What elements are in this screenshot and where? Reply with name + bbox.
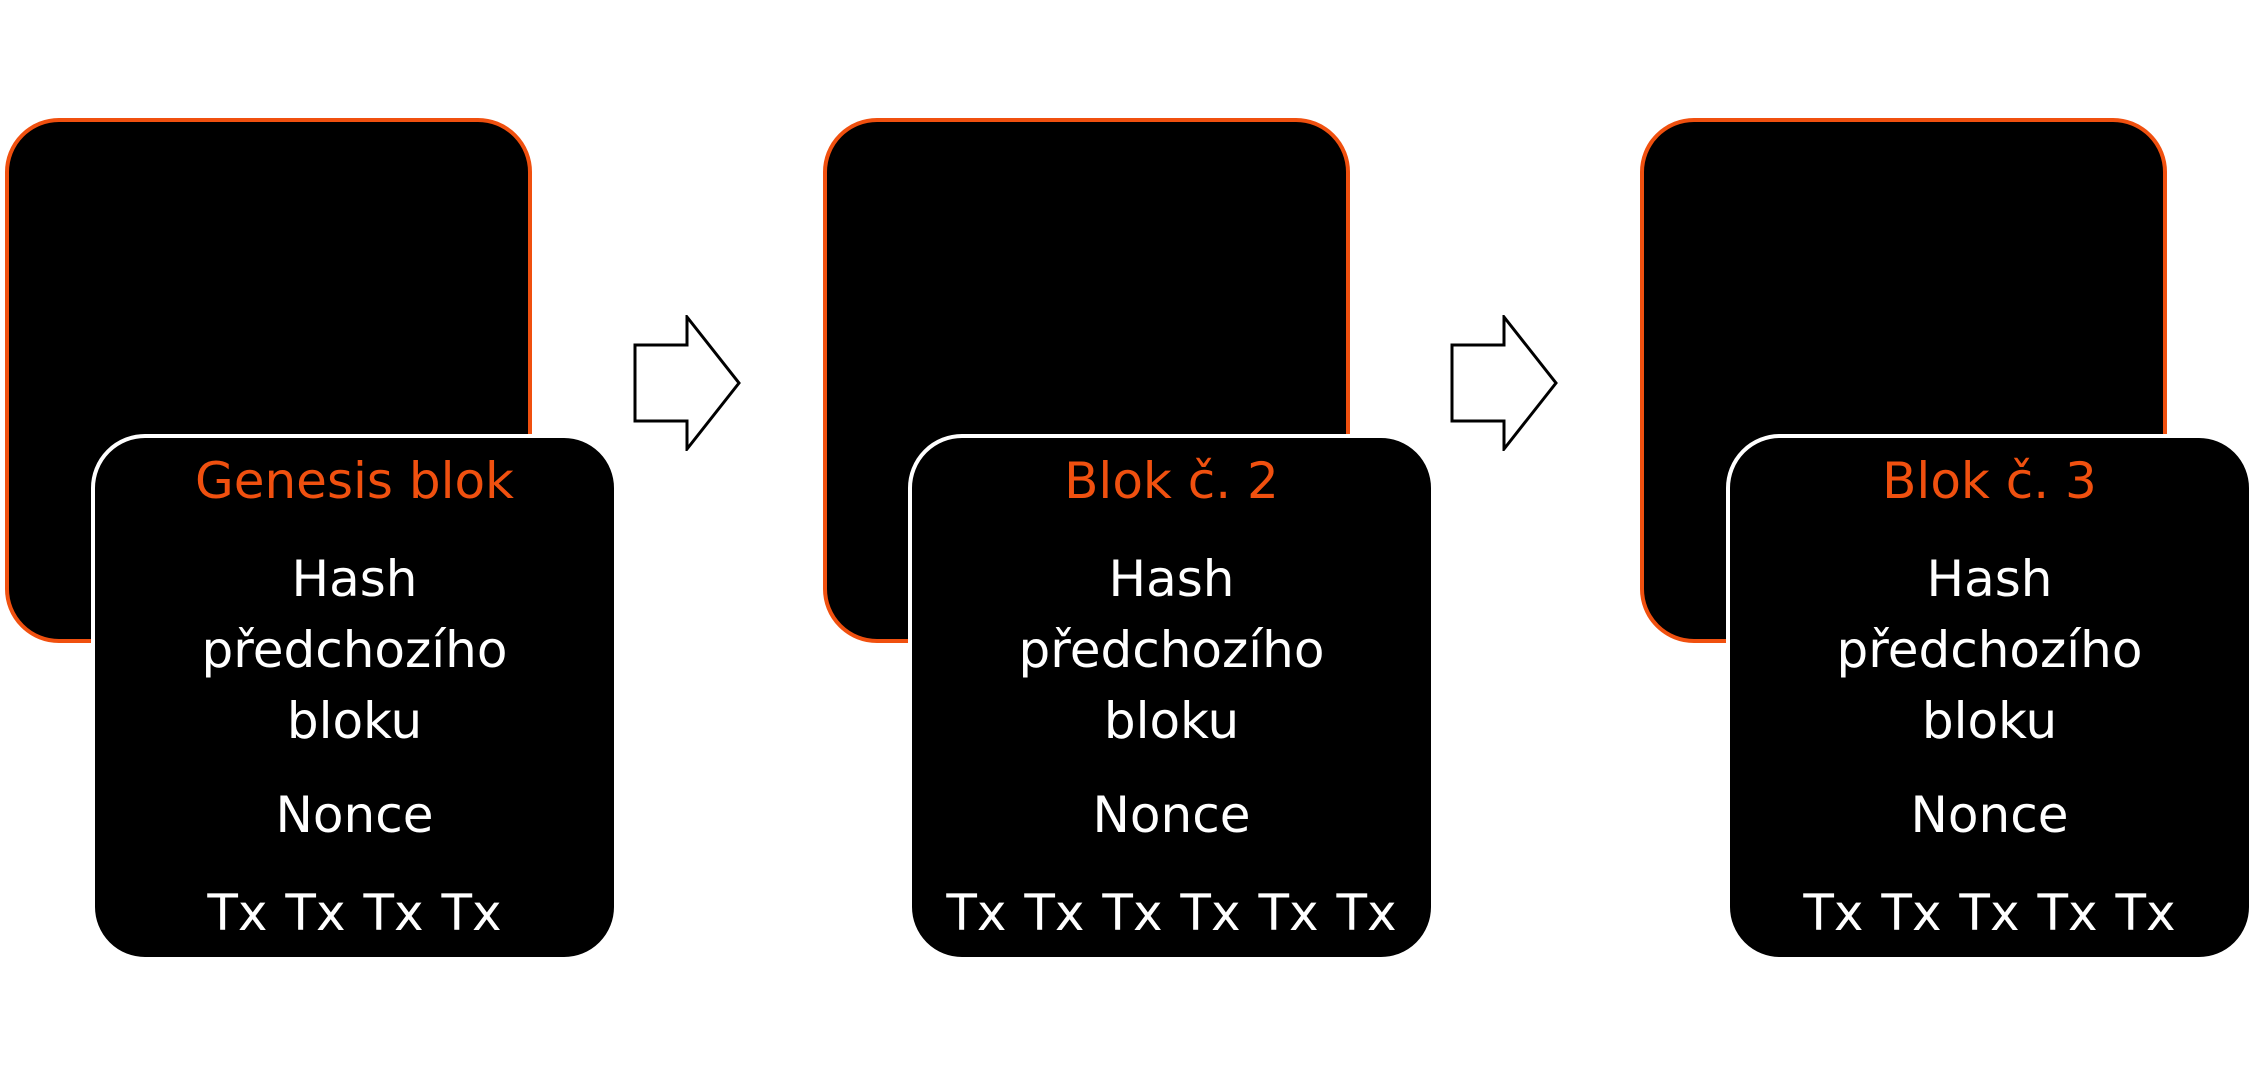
- block-1-nonce-label: Nonce: [275, 786, 434, 844]
- block-2-transactions: Tx Tx Tx Tx Tx Tx: [946, 884, 1397, 942]
- right-arrow-icon: [633, 315, 741, 451]
- block-1-title: Genesis blok: [194, 452, 515, 510]
- right-arrow-icon: [1450, 315, 1558, 451]
- block-2-previous-hash-label: Hash předchozího bloku: [1018, 550, 1325, 750]
- block-3-title: Blok č. 3: [1882, 452, 2097, 510]
- block-1-card: Genesis blok Hash předchozího bloku Nonc…: [91, 434, 618, 961]
- block-3-nonce-label: Nonce: [1910, 786, 2069, 844]
- block-1-transactions: Tx Tx Tx Tx: [207, 884, 502, 942]
- block-3-card: Blok č. 3 Hash předchozího bloku Nonce T…: [1726, 434, 2253, 961]
- block-2-title: Blok č. 2: [1064, 452, 1279, 510]
- block-2-card: Blok č. 2 Hash předchozího bloku Nonce T…: [908, 434, 1435, 961]
- block-3-transactions: Tx Tx Tx Tx Tx: [1803, 884, 2176, 942]
- block-2-nonce-label: Nonce: [1092, 786, 1251, 844]
- block-1-previous-hash-label: Hash předchozího bloku: [201, 550, 508, 750]
- block-3-previous-hash-label: Hash předchozího bloku: [1836, 550, 2143, 750]
